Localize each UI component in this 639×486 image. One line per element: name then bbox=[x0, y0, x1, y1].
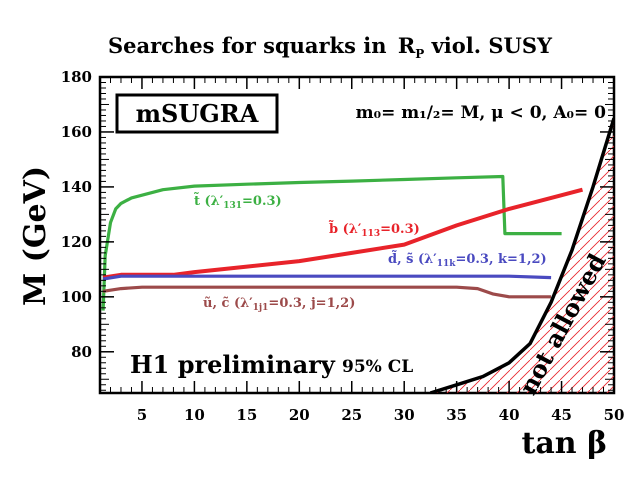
series-label-stop: t̃ (λ′131=0.3) bbox=[194, 192, 282, 211]
model-label: mSUGRA bbox=[136, 99, 259, 128]
experiment-label: H1 preliminary bbox=[130, 350, 336, 379]
series-line-2 bbox=[102, 274, 552, 281]
ticks-layer: 5 10 15 20 25 30 35 40 45 50 80 100 120 140 160 180 bbox=[61, 68, 625, 424]
series-label-dsquark: d̃, s̃ (λ′11k=0.3, k=1,2) bbox=[388, 250, 547, 269]
y-tick-label: 180 bbox=[61, 68, 92, 86]
x-axis-label: tan β bbox=[522, 426, 607, 461]
x-tick-label: 35 bbox=[446, 406, 467, 424]
x-tick-label: 15 bbox=[236, 406, 257, 424]
series-line-3 bbox=[102, 285, 552, 299]
y-tick-label: 100 bbox=[61, 288, 92, 306]
y-axis-label: M (GeV) bbox=[18, 166, 53, 306]
x-tick-label: 25 bbox=[341, 406, 362, 424]
y-tick-label: 80 bbox=[71, 343, 92, 361]
x-tick-label: 45 bbox=[551, 406, 572, 424]
y-tick-label: 120 bbox=[61, 233, 92, 251]
conditions-label: m₀= m₁/₂= M, μ < 0, A₀= 0 bbox=[356, 103, 606, 123]
y-tick-label: 160 bbox=[61, 123, 92, 141]
excluded-region bbox=[430, 118, 614, 393]
series-line-0 bbox=[101, 174, 562, 311]
chart-title: Searches for squarks in RP viol. SUSY bbox=[108, 33, 553, 61]
boundary-line bbox=[429, 117, 614, 393]
x-tick-label: 50 bbox=[604, 406, 625, 424]
x-tick-label: 10 bbox=[184, 406, 205, 424]
series-layer bbox=[101, 174, 584, 311]
y-tick-label: 140 bbox=[61, 178, 92, 196]
x-tick-label: 20 bbox=[289, 406, 310, 424]
model-box bbox=[115, 93, 279, 134]
series-label-usquark: ũ, c̃ (λ′1j1=0.3, j=1,2) bbox=[203, 296, 355, 313]
x-tick-label: 5 bbox=[137, 406, 147, 424]
series-label-sbottom: b̃ (λ′113=0.3) bbox=[328, 220, 419, 239]
x-tick-label: 30 bbox=[394, 406, 415, 424]
cl-label: 95% CL bbox=[342, 357, 413, 377]
x-tick-label: 40 bbox=[499, 406, 520, 424]
